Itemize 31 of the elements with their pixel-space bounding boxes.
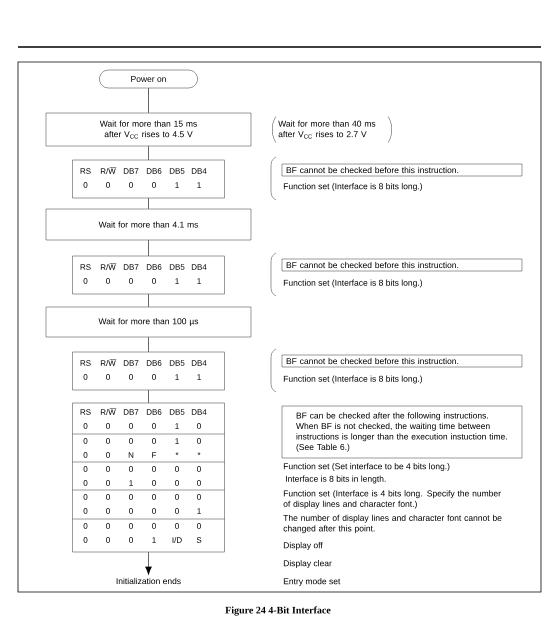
process-box: Wait for more than 100 µs [46,306,252,338]
process-box: Wait for more than 4.1 ms [46,208,252,240]
note-box: BF cannot be checked before this instruction. [282,354,522,368]
connector-line [148,198,149,210]
connector-line [148,336,149,352]
figure-caption: Figure 24 4-Bit Interface [225,606,331,616]
instruction-table: RS R/W DB7 DB6 DB5 DB4 0 0 0 0 1 1 [72,256,225,294]
connector-line [148,294,149,308]
note-text: Function set (Interface is 4 bits long. Specify the number of display lines and character font.) [284,490,501,509]
instruction-table: RS R/W DB7 DB6 DB5 DB4 0 0 0 0 1 0 0 0 0 0 1 0 0 0 N F * * 0 0 0 0 0 0 0 0 1 0 0 0 0 0 0 0 0 0 0 0 0 0 0 1 0 0 0 0 0 0 0 0 0 1 I/D S [72,402,225,552]
end-text: Initialization ends [116,578,181,584]
note-text: Function set (Interface is 8 bits long.) [284,280,422,288]
note-text: Function set (Interface is 8 bits long.) [284,376,422,384]
instruction-table: RS R/W DB7 DB6 DB5 DB4 0 0 0 0 1 1 [72,352,225,390]
note-text: Display clear [284,560,332,568]
connector-line [145,552,152,575]
note-text: The number of display lines and character font cannot be changed after this point. [283,514,502,534]
note-box: BF cannot be checked before this instruction. [282,164,522,176]
note-text: Interface is 8 bits in length. [286,476,386,484]
connector-line [148,146,149,160]
note-box: BF can be checked after the following instructions. When BF is not checked, the waiting time between instructions is longer than the execution instuction time. (See Table 6.) [282,406,522,458]
side-note: Wait for more than 40 ms after V$_{CC}$ rises to 2.7 V [278,120,376,139]
note-text: Display off [284,542,323,550]
connector-line [148,240,149,256]
process-box: Wait for more than 15 ms after V$_{CC}$ rises to 4.5 V [46,112,252,146]
terminal-box: Power on [99,70,198,88]
note-text: Entry mode set [284,578,340,586]
connector-line [148,390,149,404]
note-box: BF cannot be checked before this instruction. [282,258,522,272]
instruction-table: RS R/W DB7 DB6 DB5 DB4 0 0 0 0 1 1 [72,160,225,198]
connector-line [148,88,149,114]
